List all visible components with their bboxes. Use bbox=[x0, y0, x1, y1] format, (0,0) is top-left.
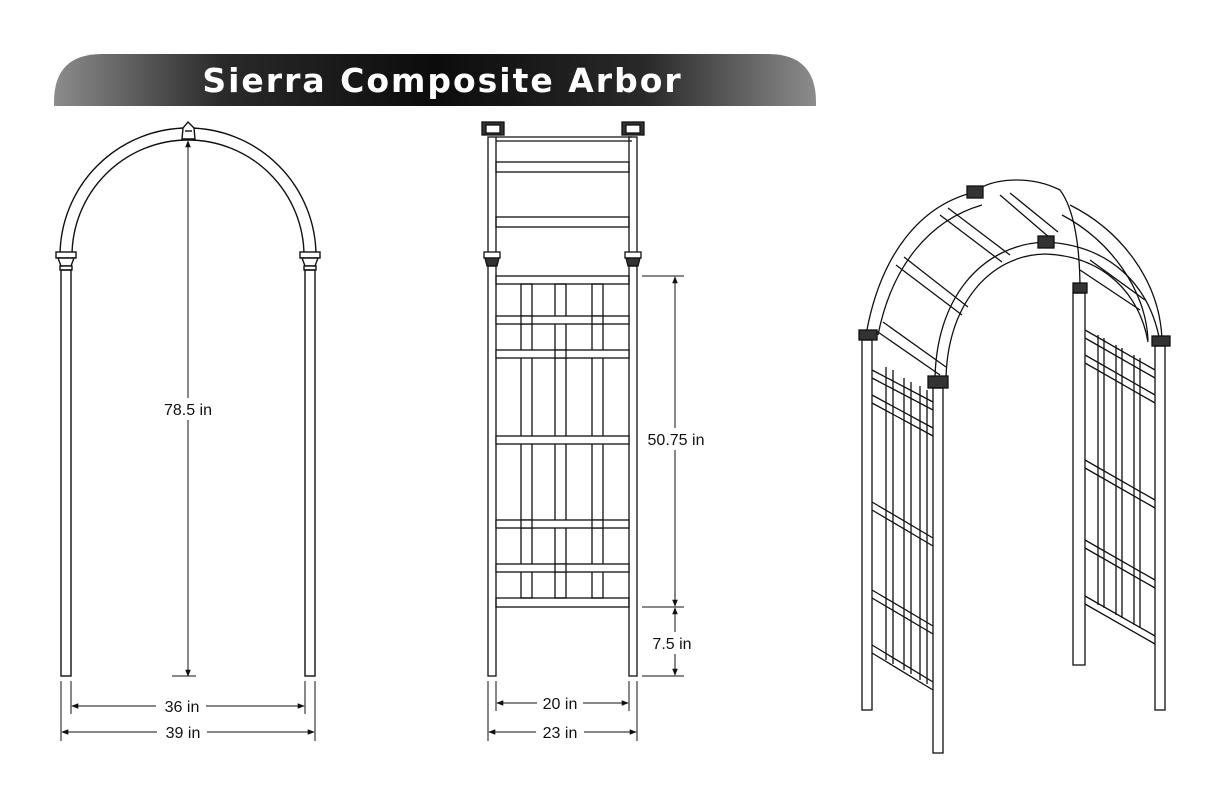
front-right-cap bbox=[299, 251, 321, 271]
side-trellis-height-label-bg bbox=[640, 428, 712, 450]
side-mid-left-cap bbox=[483, 251, 501, 267]
front-height-label: 78.5 in bbox=[164, 402, 212, 419]
back-arch-left bbox=[974, 179, 1081, 291]
front-left-cap bbox=[55, 251, 77, 271]
side-base-gap-label-bg bbox=[648, 632, 696, 654]
front-inner-width-label: 36 in bbox=[165, 699, 200, 716]
front-right-post bbox=[304, 269, 316, 677]
front-outer-width-label: 39 in bbox=[166, 725, 201, 742]
side-lower-right-post bbox=[628, 265, 638, 677]
side-upper-left-post bbox=[487, 136, 497, 254]
front-top-finial bbox=[181, 120, 196, 140]
side-upper-right-post bbox=[628, 136, 638, 254]
side-outer-width-label: 23 in bbox=[543, 725, 578, 742]
side-top-right-cap bbox=[621, 121, 645, 136]
banner-shape bbox=[54, 54, 816, 106]
side-base-gap-label: 7.5 in bbox=[652, 636, 691, 653]
perspective-view bbox=[858, 179, 1171, 754]
front-left-post bbox=[60, 269, 72, 677]
front-height-label-bg bbox=[150, 398, 226, 420]
front-view bbox=[55, 120, 321, 741]
front-arch-inner bbox=[71, 139, 305, 257]
page-title: Sierra Composite Arbor bbox=[202, 60, 683, 100]
side-lower-left-post bbox=[487, 265, 497, 677]
side-mid-right-cap bbox=[624, 251, 642, 267]
back-arch-outer bbox=[865, 191, 976, 336]
side-top-left-cap bbox=[481, 121, 505, 136]
side-inner-width-label: 20 in bbox=[543, 696, 578, 713]
side-trellis-height-label: 50.75 in bbox=[648, 432, 705, 449]
title-banner: Sierra Composite Arbor bbox=[54, 54, 816, 106]
side-view bbox=[481, 121, 684, 741]
